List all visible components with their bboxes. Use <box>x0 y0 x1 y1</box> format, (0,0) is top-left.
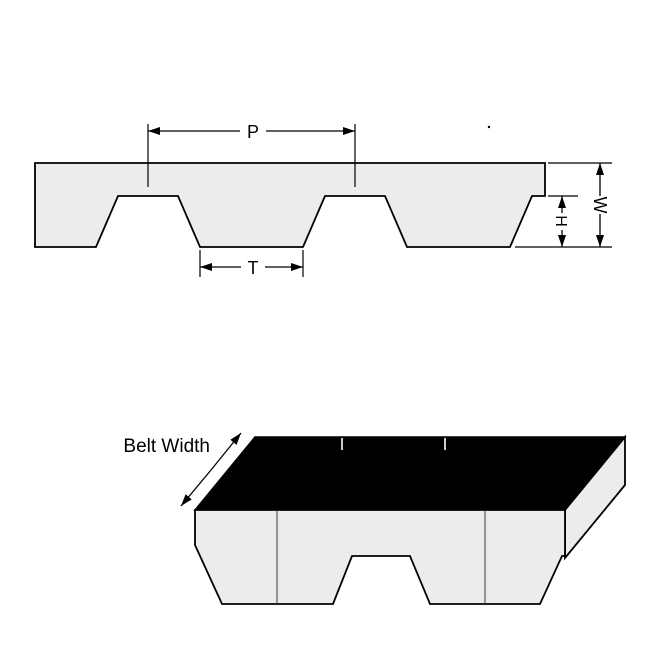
belt-width-label: Belt Width <box>123 436 210 457</box>
pitch-label: P <box>247 122 259 142</box>
belt-thickness-dimension: W <box>515 162 612 248</box>
tooth-width-label: T <box>248 258 259 278</box>
thickness-label-background <box>590 196 610 214</box>
belt-profile <box>34 162 546 248</box>
belt-cross-section-view: P T H W <box>34 122 612 278</box>
belt-thickness-label: W <box>590 197 610 214</box>
belt-top-surface <box>193 436 627 511</box>
belt-width-dimension: Belt Width <box>123 432 242 507</box>
tooth-width-dimension: T <box>199 250 304 278</box>
belt-width-arrow-up <box>210 432 242 471</box>
belt-front-face <box>194 509 566 605</box>
pitch-dimension: P <box>147 122 356 187</box>
tooth-height-label: H <box>552 215 569 227</box>
height-label-background <box>554 213 570 230</box>
tooth-height-dimension: H <box>548 195 578 247</box>
belt-width-arrow-down <box>180 469 212 507</box>
stray-dot <box>487 125 491 129</box>
belt-3d-view: Belt Width <box>123 432 627 605</box>
